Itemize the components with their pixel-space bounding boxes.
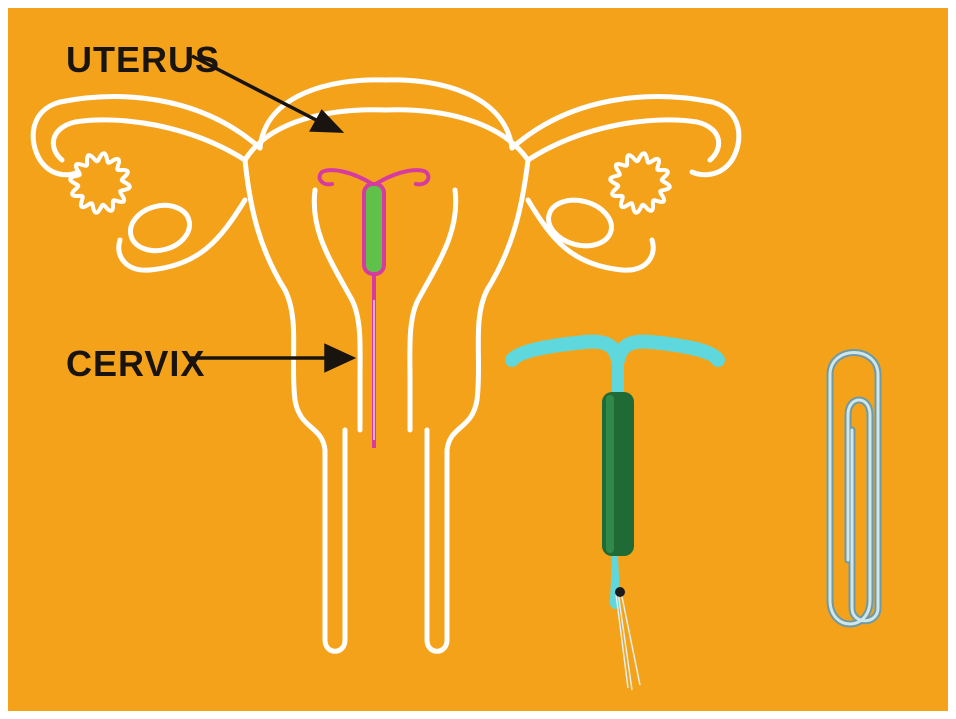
iud-body — [364, 184, 384, 274]
real-iud-knot — [615, 587, 625, 597]
cervix-label: CERVIX — [66, 343, 205, 384]
real-iud-body-shade — [606, 395, 614, 553]
uterus-label: UTERUS — [66, 39, 220, 80]
